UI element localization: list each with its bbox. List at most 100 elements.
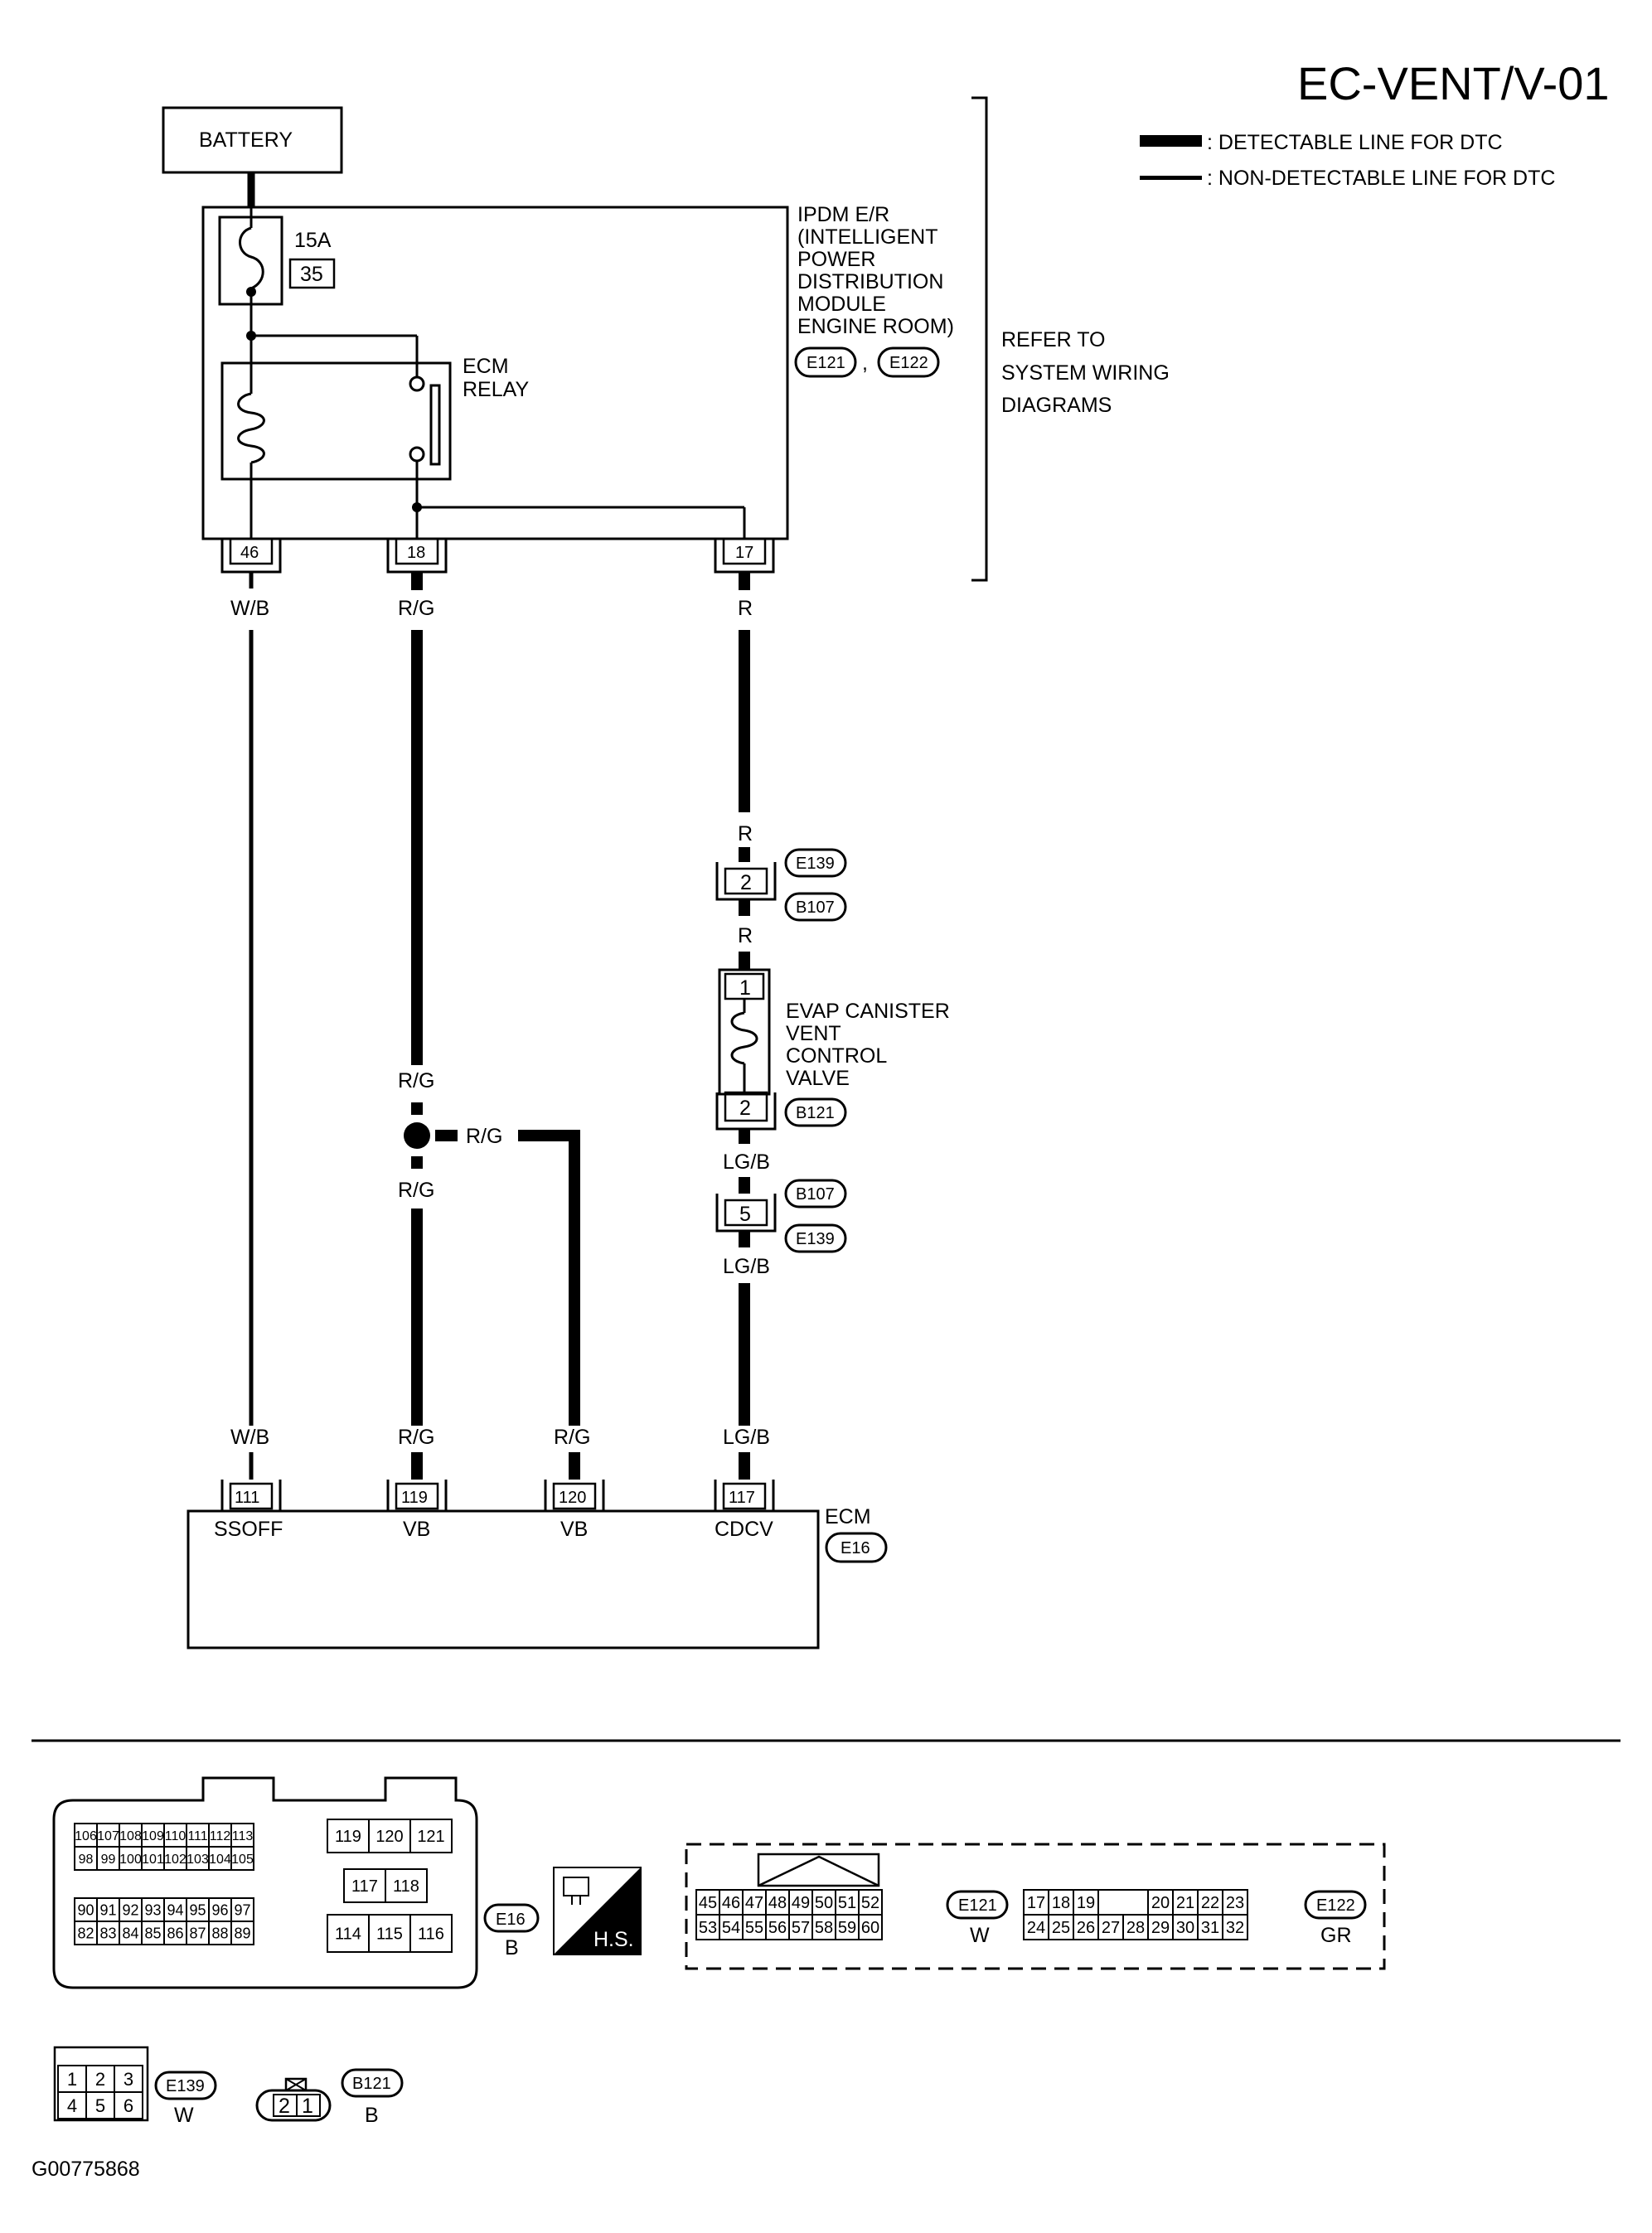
e16-pin-116: 116: [418, 1925, 444, 1944]
e16-pin-94: 94: [167, 1901, 183, 1918]
ecm-terminal-111: 111: [235, 1489, 259, 1507]
e16-pin-89: 89: [234, 1925, 250, 1941]
e16-pin-90: 90: [77, 1901, 94, 1918]
svg-text:LG/B: LG/B: [723, 1150, 770, 1174]
e16-pin-102: 102: [164, 1853, 187, 1867]
e16-pin-91: 91: [99, 1901, 116, 1918]
ecm-signal-vb-1: VB: [403, 1518, 430, 1541]
legend: : DETECTABLE LINE FOR DTC : NON-DETECTAB…: [1140, 131, 1555, 190]
e16-pin-116-cell: [409, 1914, 453, 1953]
e139-pin-1: 1: [67, 2069, 77, 2090]
svg-text:R: R: [738, 924, 753, 947]
ipdm-label-2: (INTELLIGENT: [797, 225, 937, 249]
battery-label: BATTERY: [199, 128, 293, 152]
e16-pin-111: 111: [187, 1829, 207, 1843]
ecm-label: ECM: [825, 1505, 871, 1528]
e122-pin-29: 29: [1151, 1919, 1170, 1937]
e122-view-name: E122: [1316, 1896, 1355, 1915]
e122-key-slot-cell: [1097, 1889, 1149, 1916]
e121-pin-49: 49: [792, 1894, 810, 1912]
svg-text:E121: E121: [807, 354, 845, 372]
svg-text:W/B: W/B: [230, 1426, 269, 1449]
valve-label-3: CONTROL: [786, 1044, 887, 1068]
page-title: EC-VENT/V-01: [1297, 57, 1610, 109]
e16-pin-105: 105: [231, 1853, 254, 1867]
e16-pin-105-cell: [230, 1846, 254, 1871]
e16-pin-118: 118: [393, 1877, 419, 1896]
legend-detectable-swatch: [1140, 135, 1202, 147]
e16-view-color: B: [505, 1936, 519, 1959]
e16-pin-119: 119: [335, 1828, 361, 1846]
svg-text:E139: E139: [796, 1230, 835, 1248]
svg-text:E16: E16: [841, 1539, 870, 1557]
fuse-icon: [239, 226, 264, 290]
e121-pin-60: 60: [861, 1919, 879, 1937]
relay-contact-top: [409, 375, 425, 392]
connector-badge-b107: [784, 892, 847, 922]
ecm-terminal-119: 119: [401, 1489, 428, 1507]
valve-label-1: EVAP CANISTER: [786, 1000, 950, 1023]
e16-pin-114: 114: [335, 1925, 361, 1944]
e121-pin-48: 48: [768, 1894, 787, 1912]
svg-text:R/G: R/G: [466, 1125, 502, 1148]
ecm-relay-box: [220, 361, 452, 481]
ecm-terminal-117: 117: [729, 1489, 755, 1507]
e16-pin-96: 96: [211, 1901, 228, 1918]
e16-pin-100: 100: [119, 1853, 142, 1867]
e16-pin-112: 112: [210, 1829, 231, 1843]
e122-pin-17: 17: [1027, 1894, 1045, 1912]
svg-text:B107: B107: [796, 1185, 835, 1204]
e121-pin-59: 59: [838, 1919, 856, 1937]
relay-contact-bottom: [409, 446, 425, 463]
e121-view-badge: [946, 1890, 1009, 1920]
svg-text:R/G: R/G: [398, 1069, 434, 1092]
svg-text:LG/B: LG/B: [723, 1426, 770, 1449]
svg-text:R/G: R/G: [554, 1426, 590, 1449]
e16-pin-103: 103: [187, 1853, 209, 1867]
svg-text:R/G: R/G: [398, 1179, 434, 1202]
ipdm-box: [201, 206, 789, 540]
harness-side-icon: H.S.: [553, 1867, 642, 1955]
connector-badge-e122: [877, 346, 940, 378]
svg-text:W/B: W/B: [230, 597, 269, 620]
ecm-terminal-120: 120: [559, 1489, 586, 1507]
e121-pin-56: 56: [768, 1919, 787, 1937]
e122-pin-28: 28: [1126, 1919, 1145, 1937]
legend-non-detectable-swatch: [1140, 176, 1202, 180]
valve-coil-icon: [730, 1011, 758, 1065]
e122-pin-19: 19: [1077, 1894, 1095, 1912]
e121-pin-53: 53: [699, 1919, 717, 1937]
e139-pin-2: 2: [95, 2069, 105, 2090]
evap-valve-box: [718, 968, 771, 1096]
e16-pin-93: 93: [144, 1901, 161, 1918]
b121-pin-view: 2 1: [255, 2077, 332, 2122]
svg-text:R: R: [738, 597, 753, 620]
e16-pin-88: 88: [211, 1925, 228, 1941]
e121-pin-52: 52: [861, 1894, 879, 1912]
relay-coil-icon: [237, 392, 265, 464]
valve-label-4: VALVE: [786, 1067, 850, 1090]
e139-view-badge: [154, 2071, 217, 2100]
e16-pin-99: 99: [101, 1853, 116, 1867]
svg-text:E139: E139: [796, 855, 835, 873]
svg-text:LG/B: LG/B: [723, 1255, 770, 1278]
wire-rg: R/G R/G R/G R/G R/G R/G: [398, 572, 590, 1480]
ipdm-terminal-17: 17: [735, 544, 753, 562]
e139-pin-4: 4: [67, 2095, 77, 2116]
valve-pin-1: 1: [739, 976, 751, 1000]
e16-pin-107: 107: [97, 1829, 119, 1843]
e121-pin-45: 45: [699, 1894, 717, 1912]
e16-view-name: E16: [496, 1911, 526, 1929]
e122-view-badge: [1304, 1890, 1367, 1920]
e122-pin-18: 18: [1052, 1894, 1070, 1912]
e16-pin-83: 83: [99, 1925, 116, 1941]
ecm-signal-vb-2: VB: [560, 1518, 588, 1541]
e16-pin-92: 92: [122, 1901, 138, 1918]
refer-line-1: REFER TO: [1001, 328, 1106, 351]
fuse-number: 35: [300, 263, 323, 286]
e122-pin-23: 23: [1226, 1894, 1244, 1912]
e16-pin-104: 104: [209, 1853, 231, 1867]
